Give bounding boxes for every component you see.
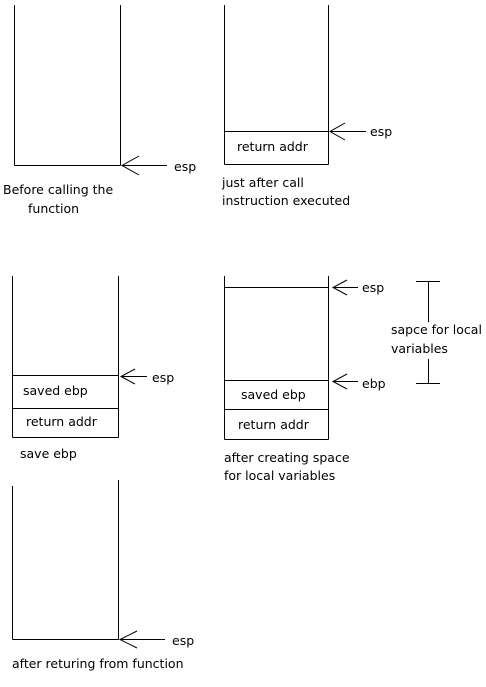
ebp-arrow-icon <box>331 373 358 390</box>
esp-pointer-label: esp <box>370 124 392 139</box>
esp-arrow-icon <box>331 279 358 296</box>
stack-cell-return-addr: return addr <box>238 417 310 432</box>
panel-caption-line-1: save ebp <box>20 446 77 461</box>
stack-cell-return-addr: return addr <box>26 414 98 429</box>
esp-pointer-label: esp <box>152 370 174 385</box>
panel-caption-line-1: just after call <box>221 175 304 190</box>
local-space-bracket-icon <box>416 281 440 384</box>
esp-pointer-label: esp <box>172 633 194 648</box>
panel-caption-line-1: after returing from function <box>12 656 184 671</box>
panel-local-space: saved ebp return addr esp ebp sapce for … <box>224 276 482 483</box>
stack-cell-return-addr: return addr <box>237 139 309 154</box>
panel-caption-line-2: function <box>28 201 79 216</box>
esp-arrow-icon <box>118 630 165 649</box>
esp-arrow-icon <box>120 155 167 176</box>
bracket-label-line-2: variables <box>391 341 448 356</box>
panel-after-call: return addr esp just after call instruct… <box>221 5 392 208</box>
panel-before-call: esp Before calling the function <box>3 5 196 216</box>
bracket-label-line-1: sapce for local <box>391 322 482 337</box>
esp-arrow-icon <box>119 368 147 385</box>
stack-cell-saved-ebp: saved ebp <box>23 383 88 398</box>
panel-save-ebp: saved ebp return addr esp save ebp <box>12 276 174 461</box>
panel-caption-line-1: after creating space <box>224 450 350 465</box>
panel-after-return: esp after returing from function <box>12 480 194 671</box>
stack-cell-saved-ebp: saved ebp <box>241 387 306 402</box>
ebp-pointer-label: ebp <box>362 376 386 391</box>
esp-pointer-label: esp <box>362 280 384 295</box>
panel-caption-line-2: for local variables <box>224 468 335 483</box>
panel-caption-line-1: Before calling the <box>3 182 113 197</box>
esp-pointer-label: esp <box>174 159 196 174</box>
panel-caption-line-2: instruction executed <box>222 193 350 208</box>
esp-arrow-icon <box>328 122 366 141</box>
